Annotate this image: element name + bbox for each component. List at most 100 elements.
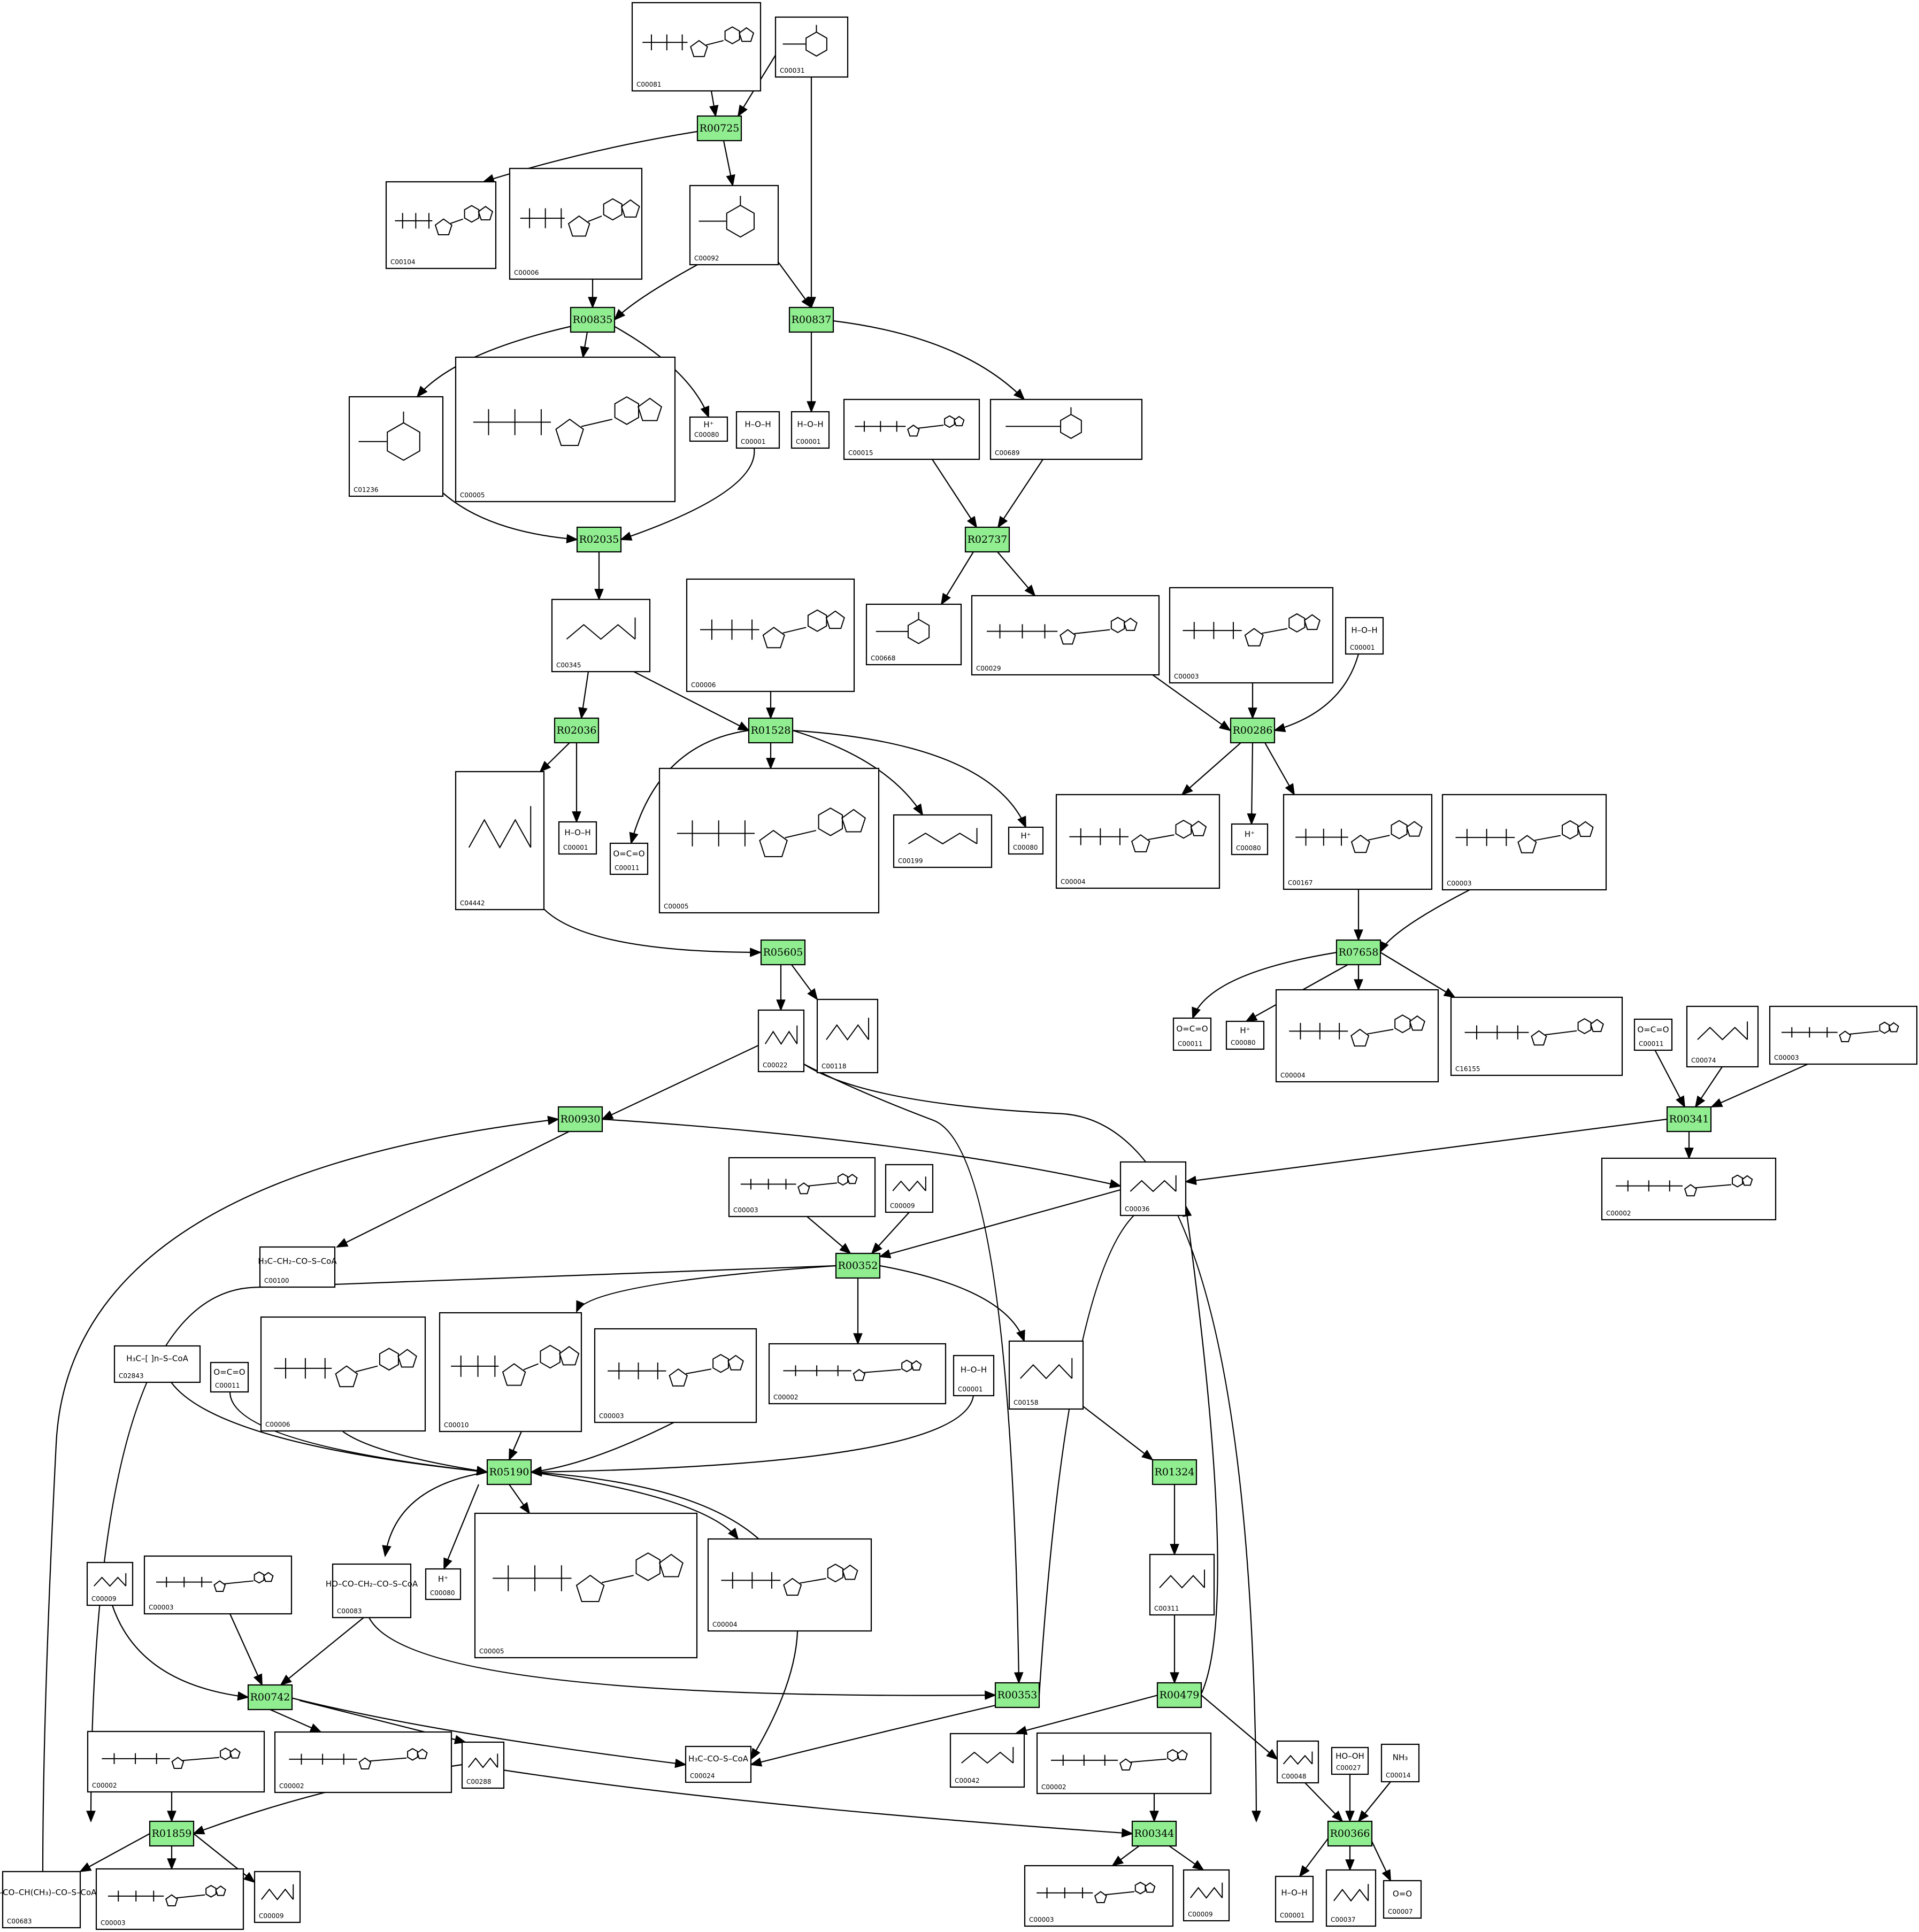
- compound-node[interactable]: H⁺C00080: [425, 1568, 462, 1600]
- compound-node[interactable]: C04442: [455, 771, 545, 911]
- compound-node[interactable]: C00031: [774, 16, 849, 78]
- reaction-node[interactable]: R01859: [149, 1820, 195, 1847]
- reaction-node[interactable]: R07658: [1335, 939, 1381, 966]
- edge-arrow-91: [1304, 1782, 1344, 1822]
- compound-box: [768, 1343, 947, 1405]
- reaction-node[interactable]: R01528: [748, 717, 794, 744]
- compound-node[interactable]: H⁺C00080: [1225, 1020, 1265, 1050]
- reaction-node[interactable]: R00479: [1156, 1682, 1202, 1708]
- compound-node[interactable]: C00345: [551, 598, 651, 673]
- compound-node[interactable]: C00002: [87, 1730, 265, 1793]
- reaction-node[interactable]: R00344: [1131, 1820, 1177, 1847]
- compound-node[interactable]: C00042: [949, 1733, 1025, 1788]
- compound-node[interactable]: C00048: [1276, 1740, 1319, 1784]
- compound-node[interactable]: C00006: [686, 578, 855, 692]
- compound-node[interactable]: C00005: [474, 1512, 698, 1659]
- compound-node[interactable]: C00002: [1036, 1732, 1212, 1795]
- reaction-node[interactable]: R00353: [994, 1682, 1040, 1708]
- compound-node[interactable]: C00002: [768, 1343, 947, 1405]
- reaction-node[interactable]: R05605: [760, 939, 806, 966]
- compound-node[interactable]: C00092: [689, 184, 779, 266]
- reaction-node[interactable]: R02036: [554, 717, 600, 744]
- reaction-node[interactable]: R00341: [1666, 1106, 1712, 1133]
- reaction-node[interactable]: R00835: [570, 306, 616, 333]
- compound-node[interactable]: C00002: [274, 1731, 452, 1794]
- compound-node[interactable]: C01236: [348, 396, 444, 497]
- compound-node[interactable]: H⁺C00080: [1231, 823, 1269, 856]
- compound-node[interactable]: C00689: [989, 398, 1143, 460]
- compound-node[interactable]: C00029: [971, 595, 1160, 676]
- reaction-node[interactable]: R01324: [1152, 1459, 1198, 1485]
- compound-node[interactable]: C00288: [461, 1741, 505, 1789]
- compound-node[interactable]: C00003: [1769, 1005, 1918, 1065]
- compound-node[interactable]: C00003: [143, 1555, 293, 1615]
- reaction-node[interactable]: R05190: [486, 1459, 532, 1485]
- compound-node[interactable]: C00003: [1024, 1865, 1174, 1927]
- compound-node[interactable]: C00158: [1008, 1340, 1084, 1410]
- compound-node[interactable]: C00118: [816, 998, 879, 1074]
- compound-node[interactable]: C00004: [707, 1538, 872, 1632]
- compound-node[interactable]: C00010: [439, 1312, 582, 1433]
- compound-node[interactable]: C00036: [1119, 1161, 1187, 1217]
- reaction-node[interactable]: R00930: [557, 1106, 603, 1133]
- reaction-node[interactable]: R00352: [835, 1252, 881, 1279]
- compound-node[interactable]: C00074: [1686, 1005, 1759, 1068]
- compound-node[interactable]: C00167: [1283, 794, 1433, 890]
- compound-node[interactable]: C00003: [1169, 587, 1334, 684]
- compound-node[interactable]: C00037: [1325, 1869, 1377, 1927]
- compound-node[interactable]: C00022: [757, 1009, 805, 1073]
- compound-node[interactable]: C00002: [1601, 1157, 1777, 1221]
- compound-node[interactable]: C00003: [1441, 794, 1607, 891]
- compound-node[interactable]: C00004: [1275, 989, 1439, 1083]
- compound-node[interactable]: C00009: [86, 1561, 134, 1606]
- compound-node[interactable]: C00005: [455, 356, 676, 503]
- compound-node[interactable]: C00311: [1149, 1553, 1215, 1616]
- compound-node[interactable]: C00015: [843, 398, 980, 460]
- reaction-node[interactable]: R00286: [1230, 717, 1276, 744]
- compound-node[interactable]: H⁺C00080: [1008, 826, 1044, 855]
- compound-node[interactable]: C00006: [260, 1316, 426, 1432]
- compound-node[interactable]: C00199: [893, 814, 993, 868]
- reaction-node[interactable]: R02737: [964, 526, 1010, 553]
- compound-id-label: C00003: [1774, 1054, 1799, 1061]
- compound-node[interactable]: C00004: [1055, 794, 1221, 889]
- compound-node[interactable]: C00668: [865, 603, 962, 666]
- compound-node[interactable]: H⁺C00080: [689, 416, 728, 442]
- compound-node[interactable]: C00081: [631, 2, 762, 92]
- compound-node[interactable]: C00009: [254, 1871, 301, 1923]
- reaction-node[interactable]: R00742: [247, 1684, 293, 1711]
- compound-node[interactable]: C00003: [95, 1868, 244, 1930]
- compound-id-label: C00014: [1386, 1772, 1411, 1779]
- reaction-node[interactable]: R00837: [788, 306, 834, 333]
- compound-node[interactable]: C00005: [658, 767, 880, 914]
- reaction-node[interactable]: R00366: [1327, 1820, 1373, 1847]
- compound-id-label: C00080: [1231, 1039, 1256, 1046]
- reaction-node[interactable]: R00725: [696, 115, 742, 142]
- compound-node[interactable]: C00009: [1183, 1869, 1230, 1922]
- compound-node[interactable]: C16155: [1450, 996, 1623, 1076]
- reaction-node[interactable]: R02035: [576, 526, 622, 553]
- compound-node[interactable]: C00104: [385, 181, 497, 270]
- compound-node[interactable]: C00009: [885, 1164, 934, 1213]
- compound-node[interactable]: C00006: [509, 167, 643, 280]
- compound-node[interactable]: C00003: [594, 1328, 757, 1423]
- compound-node[interactable]: C00003: [728, 1157, 876, 1218]
